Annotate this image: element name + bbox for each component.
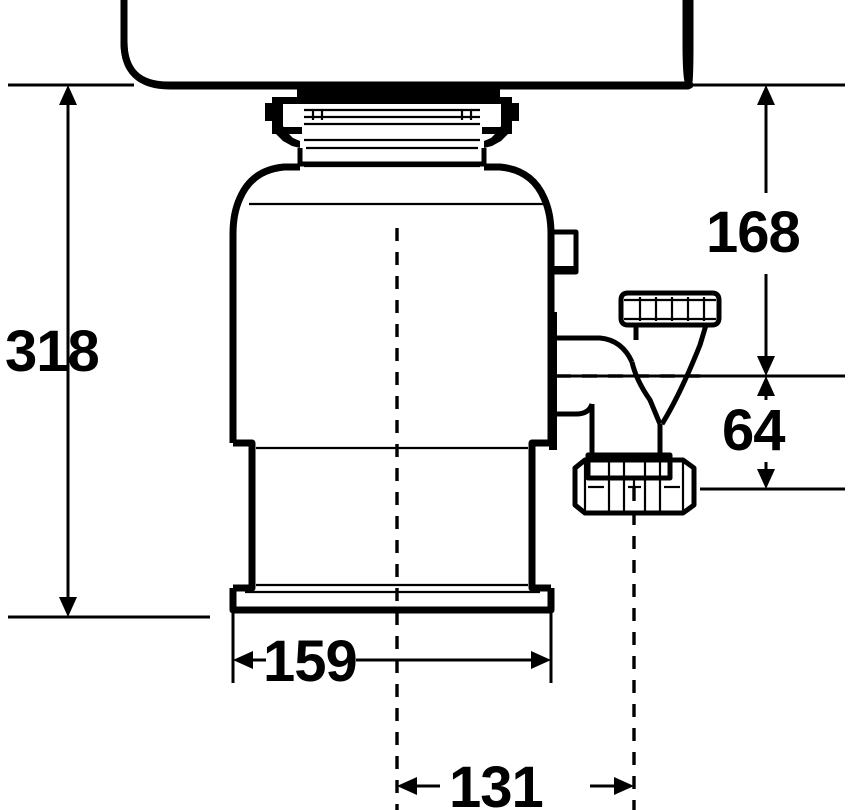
dimension-159-label: 159 — [263, 629, 357, 694]
dimension-168-label: 168 — [706, 200, 800, 265]
sink-basin-outline — [120, 0, 694, 90]
dimension-168: 168 — [560, 83, 845, 378]
dimension-159: 159 — [231, 612, 553, 694]
lower-motor-shell — [233, 439, 551, 592]
dimension-131: 131 — [397, 755, 634, 810]
sink-gasket-band — [297, 85, 500, 97]
discharge-elbow — [549, 312, 673, 481]
dimension-64-label: 64 — [722, 398, 785, 463]
dimension-131-label: 131 — [449, 755, 543, 810]
main-body-housing — [229, 163, 555, 443]
dimension-318-label: 318 — [5, 319, 99, 384]
dimension-64: 64 — [700, 376, 845, 491]
dimension-318: 318 — [5, 83, 210, 619]
mounting-collar-assembly — [265, 97, 519, 168]
discharge-hex-nut — [572, 457, 697, 516]
dishwasher-inlet-cap — [618, 290, 722, 426]
body-side-tab — [551, 229, 579, 275]
bottom-base-plate — [229, 588, 555, 614]
